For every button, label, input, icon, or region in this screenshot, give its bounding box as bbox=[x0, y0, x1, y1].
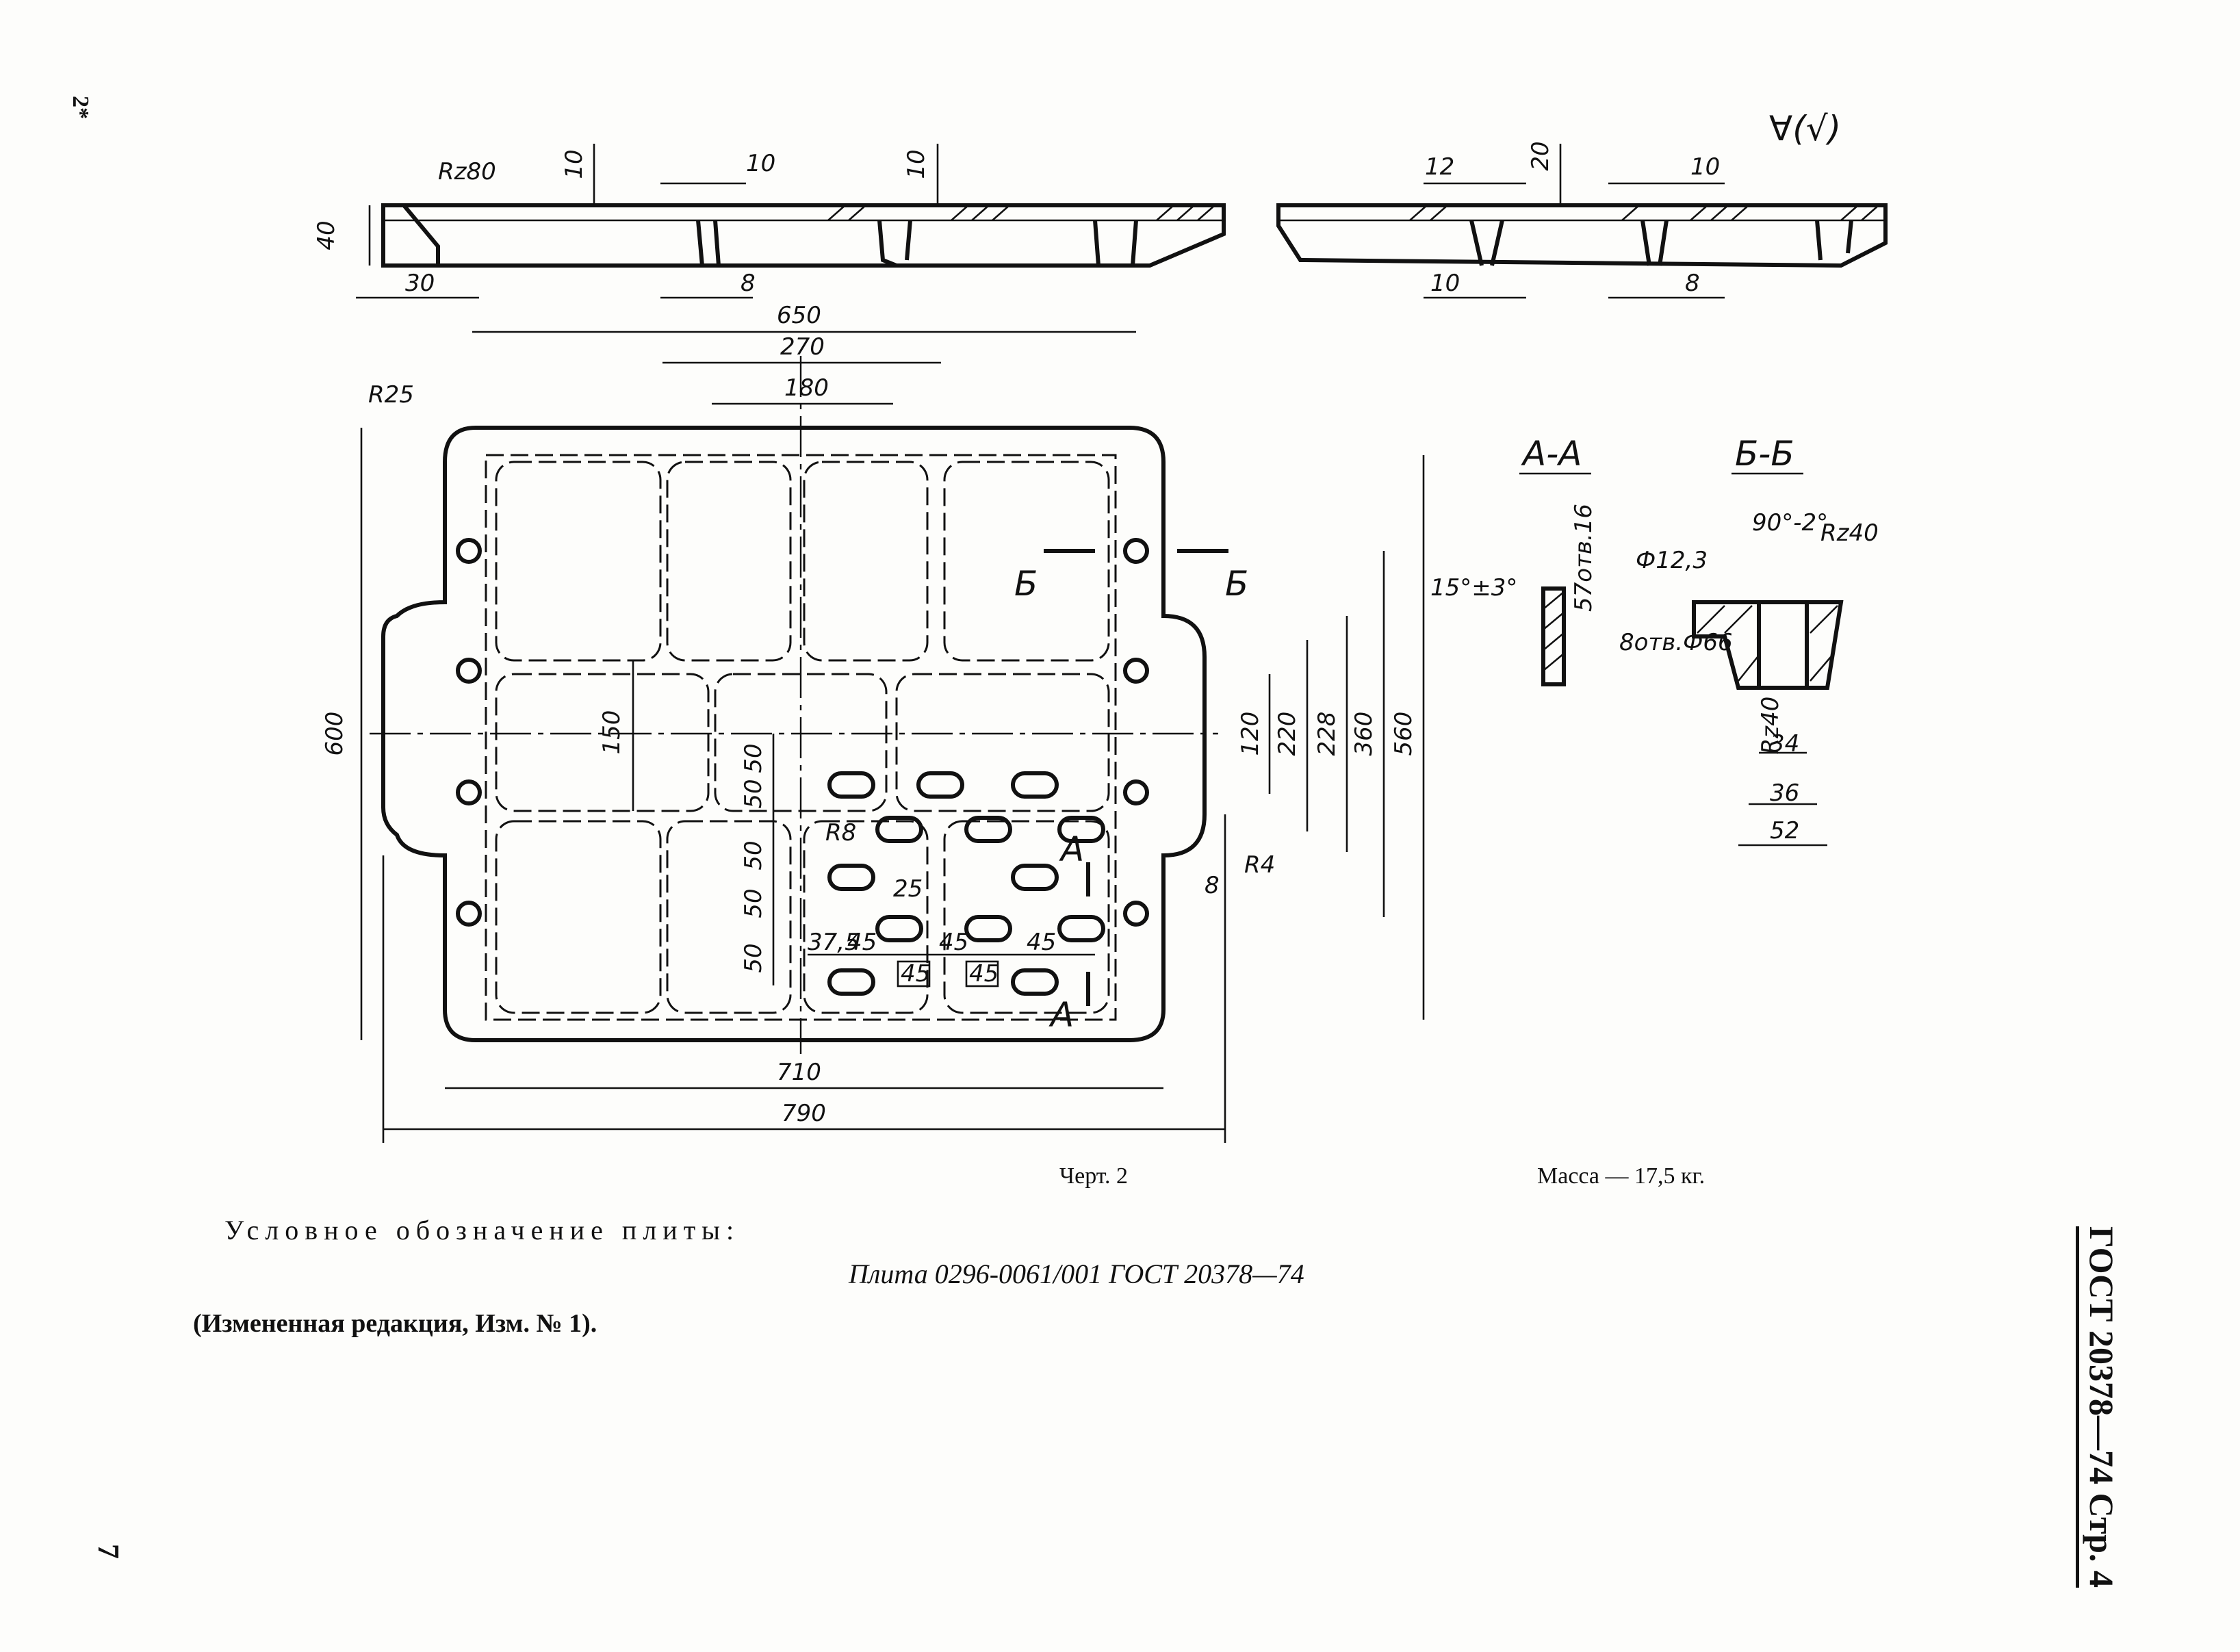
page-mark-top: 2* bbox=[68, 96, 93, 119]
svg-text:Б: Б bbox=[1225, 564, 1248, 604]
dim-text: 360 bbox=[1350, 712, 1378, 756]
dim-text: 220 bbox=[1274, 712, 1301, 756]
dim-text: R25 bbox=[368, 381, 414, 409]
dim-text: 8 bbox=[741, 270, 756, 297]
dim-text: 40 bbox=[313, 220, 340, 250]
dim-text: 8 bbox=[1685, 270, 1700, 297]
dim-text: 710 bbox=[777, 1059, 821, 1086]
dim-text: R4 bbox=[1244, 851, 1275, 879]
top-section-left: 40 10 10 10 30 8 Rz80 bbox=[313, 144, 1226, 299]
top-section-right: 12 20 10 10 8 bbox=[1276, 141, 1888, 299]
dim-text: 45 bbox=[939, 929, 968, 956]
section-bb: Б-Б 90°-2° Rz40 Ф12,3 Rz40 34 36 52 bbox=[1636, 434, 1879, 847]
svg-text:34: 34 bbox=[1770, 730, 1799, 758]
svg-text:А: А bbox=[1059, 829, 1084, 869]
dim-text: 50 bbox=[740, 743, 767, 773]
dim-text: R8 bbox=[825, 819, 856, 847]
dim-text: 120 bbox=[1237, 712, 1264, 756]
svg-text:Rz40: Rz40 bbox=[1820, 519, 1879, 547]
dim-text: 270 bbox=[780, 333, 825, 361]
svg-text:А: А bbox=[1048, 995, 1074, 1035]
dim-text: 180 bbox=[784, 374, 829, 402]
bolt-holes bbox=[456, 538, 1149, 927]
svg-text:8отв.Ф66: 8отв.Ф66 bbox=[1619, 629, 1733, 656]
dim-text: 10 bbox=[561, 149, 588, 179]
dim-text: 228 bbox=[1313, 712, 1341, 756]
page-mark-bottom: 7 bbox=[92, 1544, 125, 1559]
svg-text:57отв.16: 57отв.16 bbox=[1570, 504, 1597, 612]
mass-label: Масса — 17,5 кг. bbox=[1537, 1163, 1705, 1189]
revision-note: (Измененная редакция, Изм. № 1). bbox=[193, 1309, 597, 1338]
svg-text:А-А: А-А bbox=[1521, 434, 1582, 474]
dim-text: 10 bbox=[746, 150, 775, 177]
plan-view bbox=[370, 356, 1218, 1054]
dim-text: 50 bbox=[740, 779, 767, 808]
dim-text: 37,5 bbox=[808, 929, 860, 956]
svg-text:52: 52 bbox=[1770, 817, 1799, 844]
dim-text: 45 bbox=[1027, 929, 1056, 956]
surface-roughness-mark: ∀(√) bbox=[1769, 109, 1841, 149]
dim-text: 45 bbox=[969, 960, 999, 988]
svg-text:36: 36 bbox=[1770, 779, 1799, 807]
section-aa: А-А 15°±3° 57отв.16 8отв.Ф66 bbox=[1430, 434, 1733, 686]
svg-text:90°-2°: 90°-2° bbox=[1752, 509, 1828, 537]
svg-text:Ф12,3: Ф12,3 bbox=[1636, 547, 1708, 574]
dim-text: 50 bbox=[740, 840, 767, 870]
dim-text: 560 bbox=[1390, 712, 1417, 756]
dim-text: 20 bbox=[1527, 141, 1554, 170]
dim-text: 12 bbox=[1425, 153, 1454, 181]
svg-text:Б: Б bbox=[1014, 564, 1038, 604]
designation-value: Плита 0296-0061/001 ГОСТ 20378—74 bbox=[849, 1259, 1304, 1289]
designation-label: Условное обозначение плиты: bbox=[224, 1215, 741, 1246]
dim-text: 150 bbox=[598, 710, 626, 755]
svg-text:15°±3°: 15°±3° bbox=[1430, 574, 1517, 602]
drawing-caption: Черт. 2 bbox=[1059, 1163, 1129, 1189]
dim-text: 30 bbox=[405, 270, 435, 297]
dim-text: 10 bbox=[1690, 153, 1720, 181]
dim-text: 10 bbox=[903, 149, 930, 179]
dim-text: 25 bbox=[893, 875, 923, 903]
dim-text: 790 bbox=[782, 1100, 826, 1127]
svg-text:Б-Б: Б-Б bbox=[1735, 434, 1794, 474]
dim-text: 50 bbox=[740, 888, 767, 918]
dim-text: 8 bbox=[1205, 872, 1220, 899]
svg-text:Rz40: Rz40 bbox=[1757, 697, 1784, 755]
dim-text: 650 bbox=[777, 302, 821, 329]
side-header: ГОСТ 20378—74 Стр. 4 bbox=[2076, 1226, 2122, 1588]
dim-text: 50 bbox=[740, 943, 767, 972]
cutting-plane-markers: Б Б А А bbox=[1014, 549, 1248, 1035]
dim-text: 45 bbox=[901, 960, 930, 988]
dim-text: 10 bbox=[1430, 270, 1460, 297]
slots bbox=[827, 771, 1105, 996]
dim-text: 600 bbox=[321, 712, 348, 756]
plan-dimensions: 650 270 180 R25 600 150 120 220 228 360 … bbox=[321, 302, 1425, 1143]
roughness-label: Rz80 bbox=[438, 158, 496, 185]
dim-text: 45 bbox=[847, 929, 877, 956]
